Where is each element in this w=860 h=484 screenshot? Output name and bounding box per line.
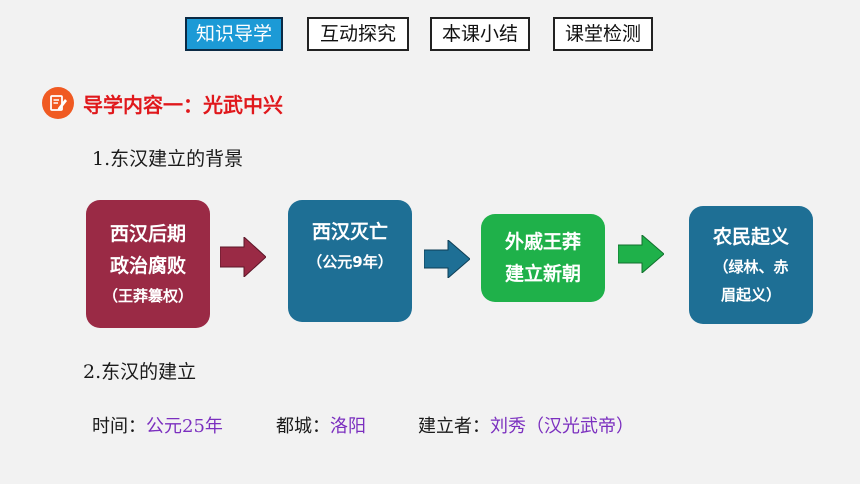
- section-title: 导学内容一：光武中兴: [83, 93, 283, 117]
- box-note: （绿林、赤: [713, 258, 789, 276]
- nav-bar: 知识导学 互动探究 本课小结 课堂检测: [0, 17, 860, 51]
- event-box-western-han-fall: 西汉灭亡 （公元9年）: [288, 200, 412, 322]
- box-line: 外戚王莽: [504, 231, 581, 253]
- info-founder: 建立者：刘秀（汉光武帝）: [418, 412, 634, 438]
- pencil-note-icon: [42, 87, 74, 119]
- info-label: 建立者：: [418, 416, 490, 437]
- box-line: 建立新朝: [504, 263, 581, 285]
- box-line: 西汉灭亡: [311, 221, 388, 243]
- box-line: 西汉后期: [109, 223, 186, 245]
- right-arrow-icon: [220, 237, 266, 277]
- tab-interactive-inquiry[interactable]: 互动探究: [307, 17, 409, 51]
- box-note: （王莽篡权）: [102, 287, 193, 305]
- info-value: 洛阳: [330, 416, 366, 437]
- tab-knowledge-guide[interactable]: 知识导学: [185, 17, 283, 51]
- right-arrow-icon: [618, 235, 664, 273]
- event-box-peasant-uprising: 农民起义 （绿林、赤 眉起义）: [689, 206, 813, 324]
- right-arrow-icon: [424, 240, 470, 278]
- info-value: 公元25年: [146, 416, 223, 437]
- establishment-heading: 2.东汉的建立: [83, 361, 197, 383]
- box-note: （公元9年）: [307, 253, 393, 271]
- info-time: 时间：公元25年: [92, 412, 223, 438]
- cause-box-late-western-han: 西汉后期 政治腐败 （王莽篡权）: [86, 200, 210, 328]
- info-capital: 都城：洛阳: [276, 412, 366, 438]
- box-line: 农民起义: [712, 226, 789, 248]
- tab-class-test[interactable]: 课堂检测: [553, 17, 653, 51]
- info-value: 刘秀（汉光武帝）: [490, 416, 634, 437]
- event-box-wang-mang-xin: 外戚王莽 建立新朝: [481, 214, 605, 302]
- background-heading: 1.东汉建立的背景: [92, 148, 244, 170]
- info-label: 都城：: [276, 416, 330, 437]
- tab-lesson-summary[interactable]: 本课小结: [430, 17, 530, 51]
- box-note: 眉起义）: [720, 286, 781, 304]
- info-label: 时间：: [92, 416, 146, 437]
- box-line: 政治腐败: [109, 255, 186, 277]
